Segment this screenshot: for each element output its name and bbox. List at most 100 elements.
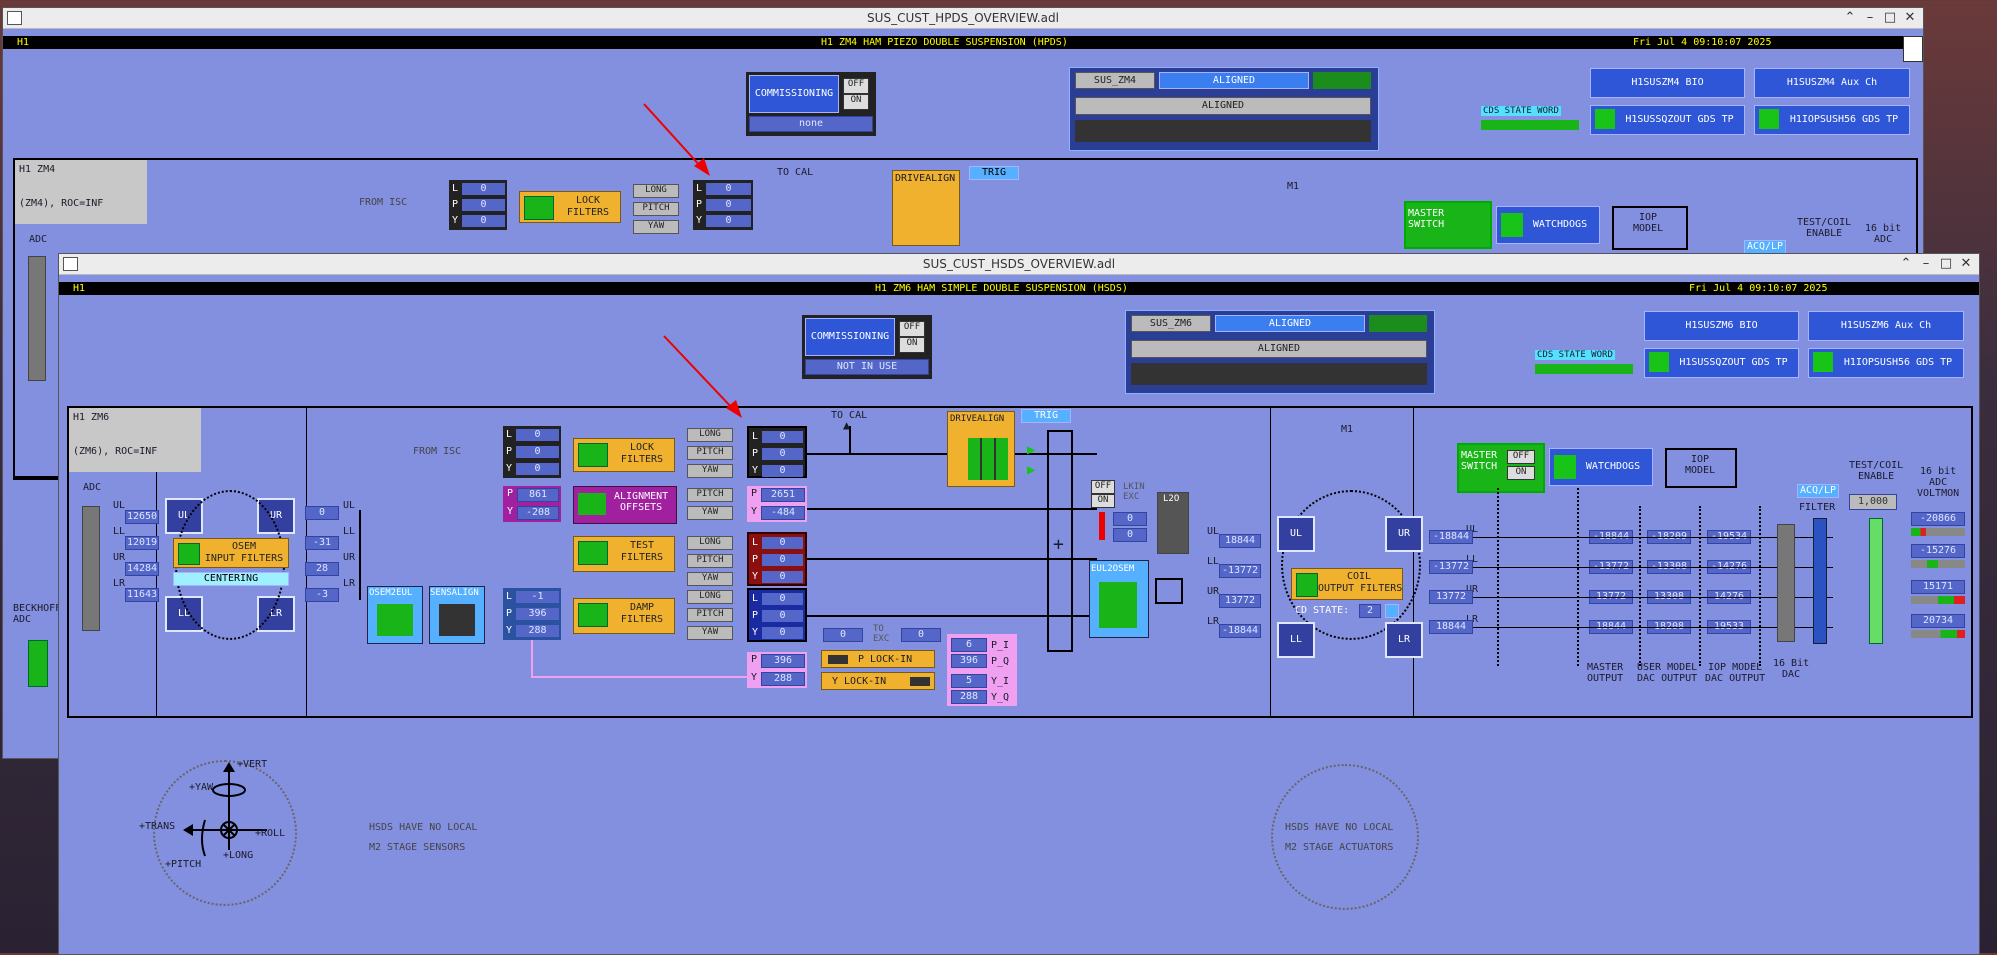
hsds-aligned-menu[interactable]: ALIGNED [1131,340,1427,358]
adc-val-ll: 12019 [125,536,159,550]
hsds-sus-name[interactable]: SUS_ZM6 [1131,315,1211,332]
align-pitch-btn[interactable]: PITCH [687,488,733,502]
filter-icon [578,443,608,467]
damp-pitch-btn[interactable]: PITCH [687,608,733,622]
hpds-aux-button[interactable]: H1SUSZM4 Aux Ch [1754,68,1910,98]
hsds-gds1-button[interactable]: H1SUSSQZOUT GDS TP [1644,348,1799,378]
coil-ul[interactable]: UL [1277,516,1315,552]
hsds-titlebar[interactable]: SUS_CUST_HSDS_OVERVIEW.adl ⌃ – □ ✕ [59,254,1979,275]
hsds-bio-button[interactable]: H1SUSZM6 BIO [1644,311,1799,341]
coil-output-filters[interactable]: COIL OUTPUT FILTERS [1291,568,1403,600]
hpds-commissioning-button[interactable]: COMMISSIONING [749,75,839,113]
hpds-trig[interactable]: TRIG [969,166,1019,180]
hpds-acq-lp[interactable]: ACQ/LP [1744,240,1786,254]
trans-label: +TRANS [139,821,176,832]
hsds-window: SUS_CUST_HSDS_OVERVIEW.adl ⌃ – □ ✕ H1 H1… [58,253,1980,955]
hpds-sus-name[interactable]: SUS_ZM4 [1075,72,1155,89]
cd-state-button[interactable] [1385,604,1399,618]
acq-lp-button[interactable]: ACQ/LP [1797,484,1839,498]
hpds-gds1-button[interactable]: H1SUSSQZOUT GDS TP [1590,105,1745,135]
test-filters[interactable]: TEST FILTERS [573,536,675,572]
hsds-gds2-button[interactable]: H1IOPSUSH56 GDS TP [1808,348,1964,378]
hpds-long-btn[interactable]: LONG [633,184,679,198]
alignment-offsets[interactable]: ALIGNMENT OFFSETS [573,486,677,524]
lock-long-btn[interactable]: LONG [687,428,733,442]
y-i-val: 5 [951,674,987,688]
signal-line [807,615,1097,617]
adc-lbl-ul: UL [113,500,126,511]
hpds-drivealign[interactable]: DRIVEALIGN [892,170,960,246]
l2o-block[interactable] [1157,492,1189,554]
lockin-p-in: 396 [761,654,805,668]
iop-model-box[interactable] [1665,448,1737,488]
hpds-aligned-state: ALIGNED [1159,72,1309,89]
lock-filters[interactable]: LOCK FILTERS [573,438,675,472]
master-off[interactable]: OFF [1507,450,1535,464]
minimize-button[interactable]: – [1866,10,1874,25]
lock-yaw-btn[interactable]: YAW [687,464,733,478]
hpds-comm-off[interactable]: OFF [843,78,869,94]
no-actuators-note: HSDS HAVE NO LOCAL M2 STAGE ACTUATORS [1285,822,1394,853]
test-coil-value[interactable]: 1,000 [1849,494,1897,510]
hpds-watchdogs[interactable]: WATCHDOGS [1496,206,1600,244]
hpds-test-coil: TEST/COIL ENABLE [1797,217,1852,239]
to-exc-label: TO EXC [873,624,890,644]
hsds-comm-off[interactable]: OFF [899,321,925,337]
y-lockin-button[interactable]: Y LOCK-IN [821,672,935,690]
damp-long-btn[interactable]: LONG [687,590,733,604]
roll-label: +ROLL [255,828,286,839]
hpds-lock-filters[interactable]: LOCK FILTERS [519,191,621,223]
watchdogs-led [1554,455,1576,479]
hpds-titlebar[interactable]: SUS_CUST_HPDS_OVERVIEW.adl ⌃ – □ ✕ [3,8,1923,29]
hpds-master-switch[interactable] [1404,201,1492,249]
hpds-gds2-button[interactable]: H1IOPSUSH56 GDS TP [1754,105,1910,135]
hpds-comm-on[interactable]: ON [843,94,869,110]
maximize-icon[interactable]: □ [1883,10,1897,25]
voltmon-ll: -15276 [1911,544,1965,558]
hpds-bio-button[interactable]: H1SUSZM4 BIO [1590,68,1745,98]
hpds-iop-model[interactable] [1612,206,1688,250]
hsds-commissioning-button[interactable]: COMMISSIONING [805,318,895,356]
damp-yaw-btn[interactable]: YAW [687,626,733,640]
dac-row-line [1473,597,1833,598]
hpds-yaw-btn[interactable]: YAW [633,220,679,234]
lock-pitch-btn[interactable]: PITCH [687,446,733,460]
minimize-icon[interactable]: ⌃ [1900,256,1912,271]
lkin-off[interactable]: OFF [1091,480,1115,494]
test-long-btn[interactable]: LONG [687,536,733,550]
centering-button[interactable]: CENTERING [173,572,289,586]
close-icon[interactable]: ✕ [1904,10,1916,25]
damp-filters[interactable]: DAMP FILTERS [573,598,675,634]
coil-lr[interactable]: LR [1385,622,1423,658]
hpds-comm-state: none [749,116,873,132]
test-yaw-btn[interactable]: YAW [687,572,733,586]
hpds-aligned-menu[interactable]: ALIGNED [1075,97,1371,115]
lkin-on[interactable]: ON [1091,494,1115,508]
dotted-line [1577,488,1579,666]
drivealign-block[interactable]: DRIVEALIGN [947,411,1015,487]
coil-ll[interactable]: LL [1277,622,1315,658]
minimize-button[interactable]: – [1922,256,1930,271]
master-on[interactable]: ON [1507,466,1535,480]
summing-junction [1047,430,1073,652]
hsds-aux-button[interactable]: H1SUSZM6 Aux Ch [1808,311,1964,341]
hpds-pitch-btn[interactable]: PITCH [633,202,679,216]
coil-ur[interactable]: UR [1385,516,1423,552]
minimize-icon[interactable]: ⌃ [1844,10,1856,25]
trig-button[interactable]: TRIG [1021,409,1071,423]
sensalign-label: SENSALIGN [430,588,479,598]
maximize-icon[interactable]: □ [1939,256,1953,271]
hpds-beckhoff-btn[interactable] [28,640,48,687]
align-yaw-btn[interactable]: YAW [687,506,733,520]
dac-block[interactable] [1777,524,1795,642]
close-icon[interactable]: ✕ [1960,256,1972,271]
p-lockin-button[interactable]: P LOCK-IN [821,650,935,668]
hsds-comm-on[interactable]: ON [899,337,925,353]
hpds-menu-icon[interactable] [1903,36,1923,62]
osem-input-filters[interactable]: OSEM INPUT FILTERS [173,538,289,568]
test-pitch-btn[interactable]: PITCH [687,554,733,568]
hpds-stage-sub: (ZM4), ROC=INF [19,198,104,209]
hsds-adc-block[interactable] [82,506,100,631]
